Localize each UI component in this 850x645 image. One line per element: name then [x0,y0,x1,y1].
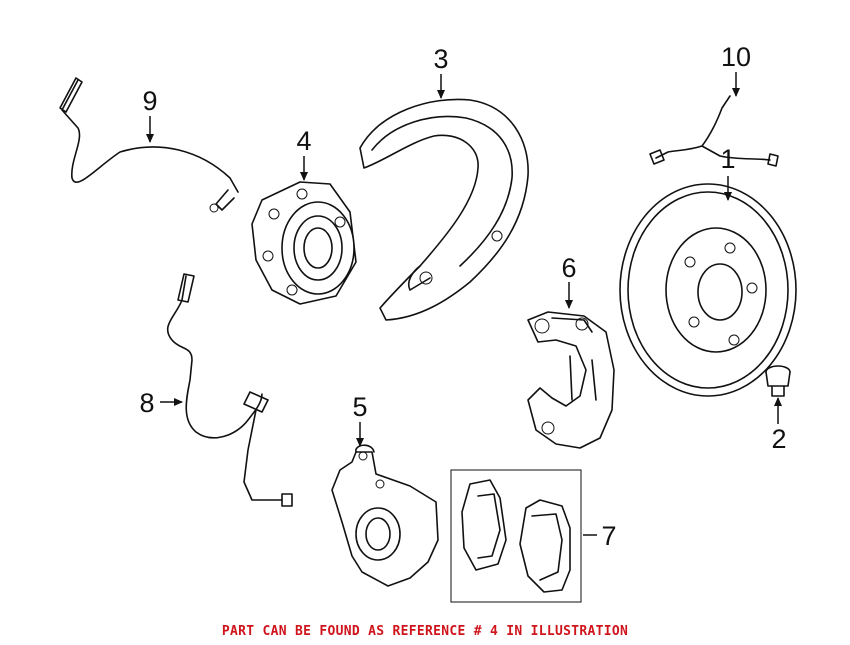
callout-10: 10 [721,42,751,72]
callout-8: 8 [139,388,154,418]
brake-caliper-part-5 [331,444,439,587]
caliper-bracket-part-6 [527,311,615,449]
callout-leaders [146,72,782,536]
abs-sensor-wire-part-9 [59,77,239,213]
callout-6: 6 [561,253,576,283]
callout-5: 5 [352,392,367,422]
callout-9: 9 [142,86,157,116]
brake-rotor-part-1 [619,183,797,397]
bolt-part-2 [765,365,791,397]
callout-7: 7 [601,521,616,551]
reference-note: PART CAN BE FOUND AS REFERENCE # 4 IN IL… [221,624,629,639]
wheel-hub-part-4 [251,181,357,305]
brake-pads-part-7 [450,469,582,603]
callout-numbers: 1 2 3 4 5 6 7 8 9 10 [139,42,786,551]
splash-shield-part-3 [359,98,529,321]
abs-sensor-wire-part-10 [649,95,779,167]
callout-4: 4 [296,126,311,156]
callout-1: 1 [720,144,735,174]
abs-sensor-wire-part-8 [166,273,293,507]
callout-3: 3 [433,44,448,74]
callout-2: 2 [771,424,786,454]
